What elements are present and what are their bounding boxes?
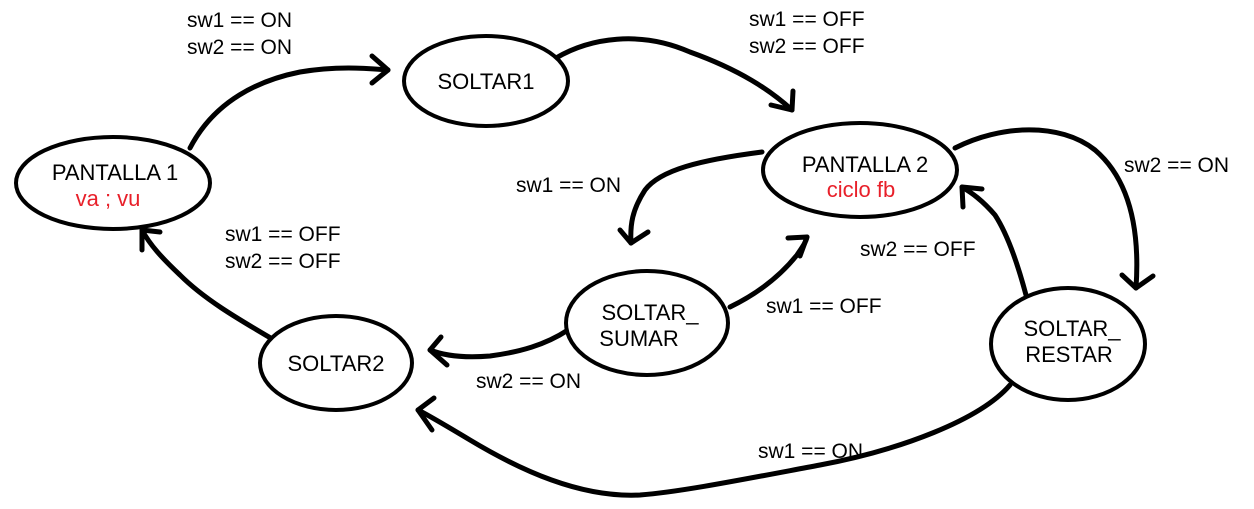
label-restar-to-s2: sw1 == ON [758, 440, 863, 463]
state-pantalla1: PANTALLA 1 va ; vu [14, 135, 212, 231]
state-soltar-sumar-ellipse [564, 269, 730, 377]
edge-pantalla1-to-soltar1 [187, 65, 391, 151]
edge-soltar-sumar-to-soltar2 [427, 327, 571, 360]
state-soltar-restar-line1: SOLTAR_ [1024, 316, 1122, 341]
edge-soltar-restar-to-soltar2 [415, 382, 1013, 498]
edge-pantalla2-to-soltar-restar [952, 127, 1140, 291]
state-soltar1: SOLTAR1 [402, 34, 570, 128]
edge-soltar1-to-pantalla2 [553, 36, 795, 113]
state-soltar1-label: SOLTAR1 [438, 69, 535, 94]
label-s1-to-p2-line1: sw1 == OFF [749, 8, 865, 31]
label-p1-to-s1-line2: sw2 == ON [187, 36, 292, 59]
state-pantalla1-label: PANTALLA 1 [52, 160, 178, 185]
label-p1-to-s1-line1: sw1 == ON [187, 9, 292, 32]
arrowhead-pantalla2-to-soltar-restar [1119, 272, 1156, 291]
state-pantalla2-label: PANTALLA 2 [802, 152, 928, 177]
state-soltar-restar-line2: RESTAR [1025, 342, 1113, 367]
state-pantalla1-annotation: va ; vu [76, 186, 141, 211]
label-p2-to-sumar: sw1 == ON [516, 174, 621, 197]
state-pantalla1-ellipse [14, 135, 212, 231]
label-sumar-to-s2: sw2 == ON [476, 370, 581, 393]
state-soltar-restar-ellipse [989, 286, 1147, 402]
state-soltar-sumar: SOLTAR_ SUMAR [564, 269, 730, 377]
state-soltar-sumar-line2: SUMAR [599, 326, 678, 351]
label-sumar-to-p2: sw1 == OFF [766, 295, 882, 318]
arrowhead-soltar2-to-pantalla1 [139, 227, 163, 253]
label-p2-to-restar: sw2 == ON [1124, 154, 1229, 177]
arrowhead-soltar-sumar-to-soltar2 [427, 334, 450, 368]
arrowhead-pantalla1-to-soltar1 [369, 53, 391, 86]
state-pantalla2-annotation: ciclo fb [827, 177, 895, 202]
state-soltar1-ellipse [402, 34, 570, 128]
label-s1-to-p2-line2: sw2 == OFF [749, 35, 865, 58]
arrowhead-pantalla2-to-soltar-sumar [617, 227, 651, 246]
arrowhead-soltar-restar-to-pantalla2 [959, 184, 985, 210]
state-soltar2: SOLTAR2 [258, 314, 414, 412]
arrowhead-soltar-sumar-to-pantalla2 [785, 234, 810, 259]
arrowhead-soltar-restar-to-soltar2 [415, 395, 437, 433]
state-pantalla2-ellipse [761, 121, 959, 219]
edge-soltar-restar-to-pantalla2 [959, 184, 1029, 298]
arrowhead-soltar1-to-pantalla2 [768, 88, 796, 113]
state-soltar2-label: SOLTAR2 [288, 351, 385, 376]
label-s2-to-p1-line1: sw1 == OFF [225, 223, 341, 246]
state-soltar2-ellipse [258, 314, 414, 412]
state-pantalla2: PANTALLA 2 ciclo fb [761, 121, 959, 219]
edge-soltar2-to-pantalla1 [139, 227, 277, 343]
edge-pantalla2-to-soltar-sumar [628, 149, 765, 246]
label-s2-to-p1-line2: sw2 == OFF [225, 250, 341, 273]
state-soltar-sumar-line1: SOLTAR_ [602, 300, 700, 325]
state-soltar-restar: SOLTAR_ RESTAR [989, 286, 1147, 402]
label-restar-to-p2: sw2 == OFF [860, 238, 976, 261]
